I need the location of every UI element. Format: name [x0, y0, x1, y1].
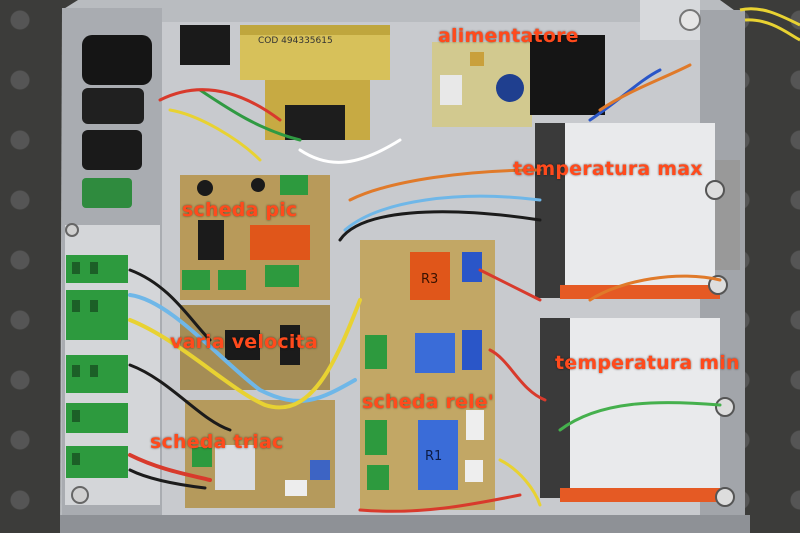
- transformer: COD 494335615: [180, 25, 390, 140]
- pic-board: [180, 175, 330, 300]
- label-temperatura-max: temperatura max: [513, 158, 703, 180]
- left-terminal-blocks: [66, 255, 128, 478]
- label-scheda-pic: scheda pic: [182, 199, 298, 221]
- speed-control-board: [180, 305, 330, 390]
- connector-socket-3: [82, 130, 142, 170]
- label-scheda-triac: scheda triac: [150, 431, 284, 453]
- relay-board: R3 R1: [360, 240, 495, 510]
- connector-socket-2: [82, 88, 144, 124]
- thermostat-max: [535, 123, 740, 299]
- screw-top-right: [679, 9, 701, 31]
- power-supply-module: [432, 35, 605, 127]
- screw-bottom-left: [71, 486, 89, 504]
- thermostat-min: [540, 318, 735, 507]
- toggle-switch: [82, 178, 132, 208]
- wiring: [128, 63, 722, 513]
- label-scheda-rele: scheda rele': [362, 391, 494, 413]
- transformer-code: COD 494335615: [258, 36, 333, 46]
- screw-left: [65, 223, 79, 237]
- label-temperatura-min: temperatura min: [555, 352, 740, 374]
- yellow-wires-top-right: [739, 7, 800, 42]
- relay-r3-marking: R3: [421, 272, 438, 287]
- bottom-edge: [60, 515, 750, 533]
- connector-socket-1: [82, 35, 152, 85]
- label-varia-velocita: varia velocita: [170, 331, 318, 353]
- relay-r1-marking: R1: [425, 449, 442, 464]
- label-alimentatore: alimentatore: [438, 25, 579, 47]
